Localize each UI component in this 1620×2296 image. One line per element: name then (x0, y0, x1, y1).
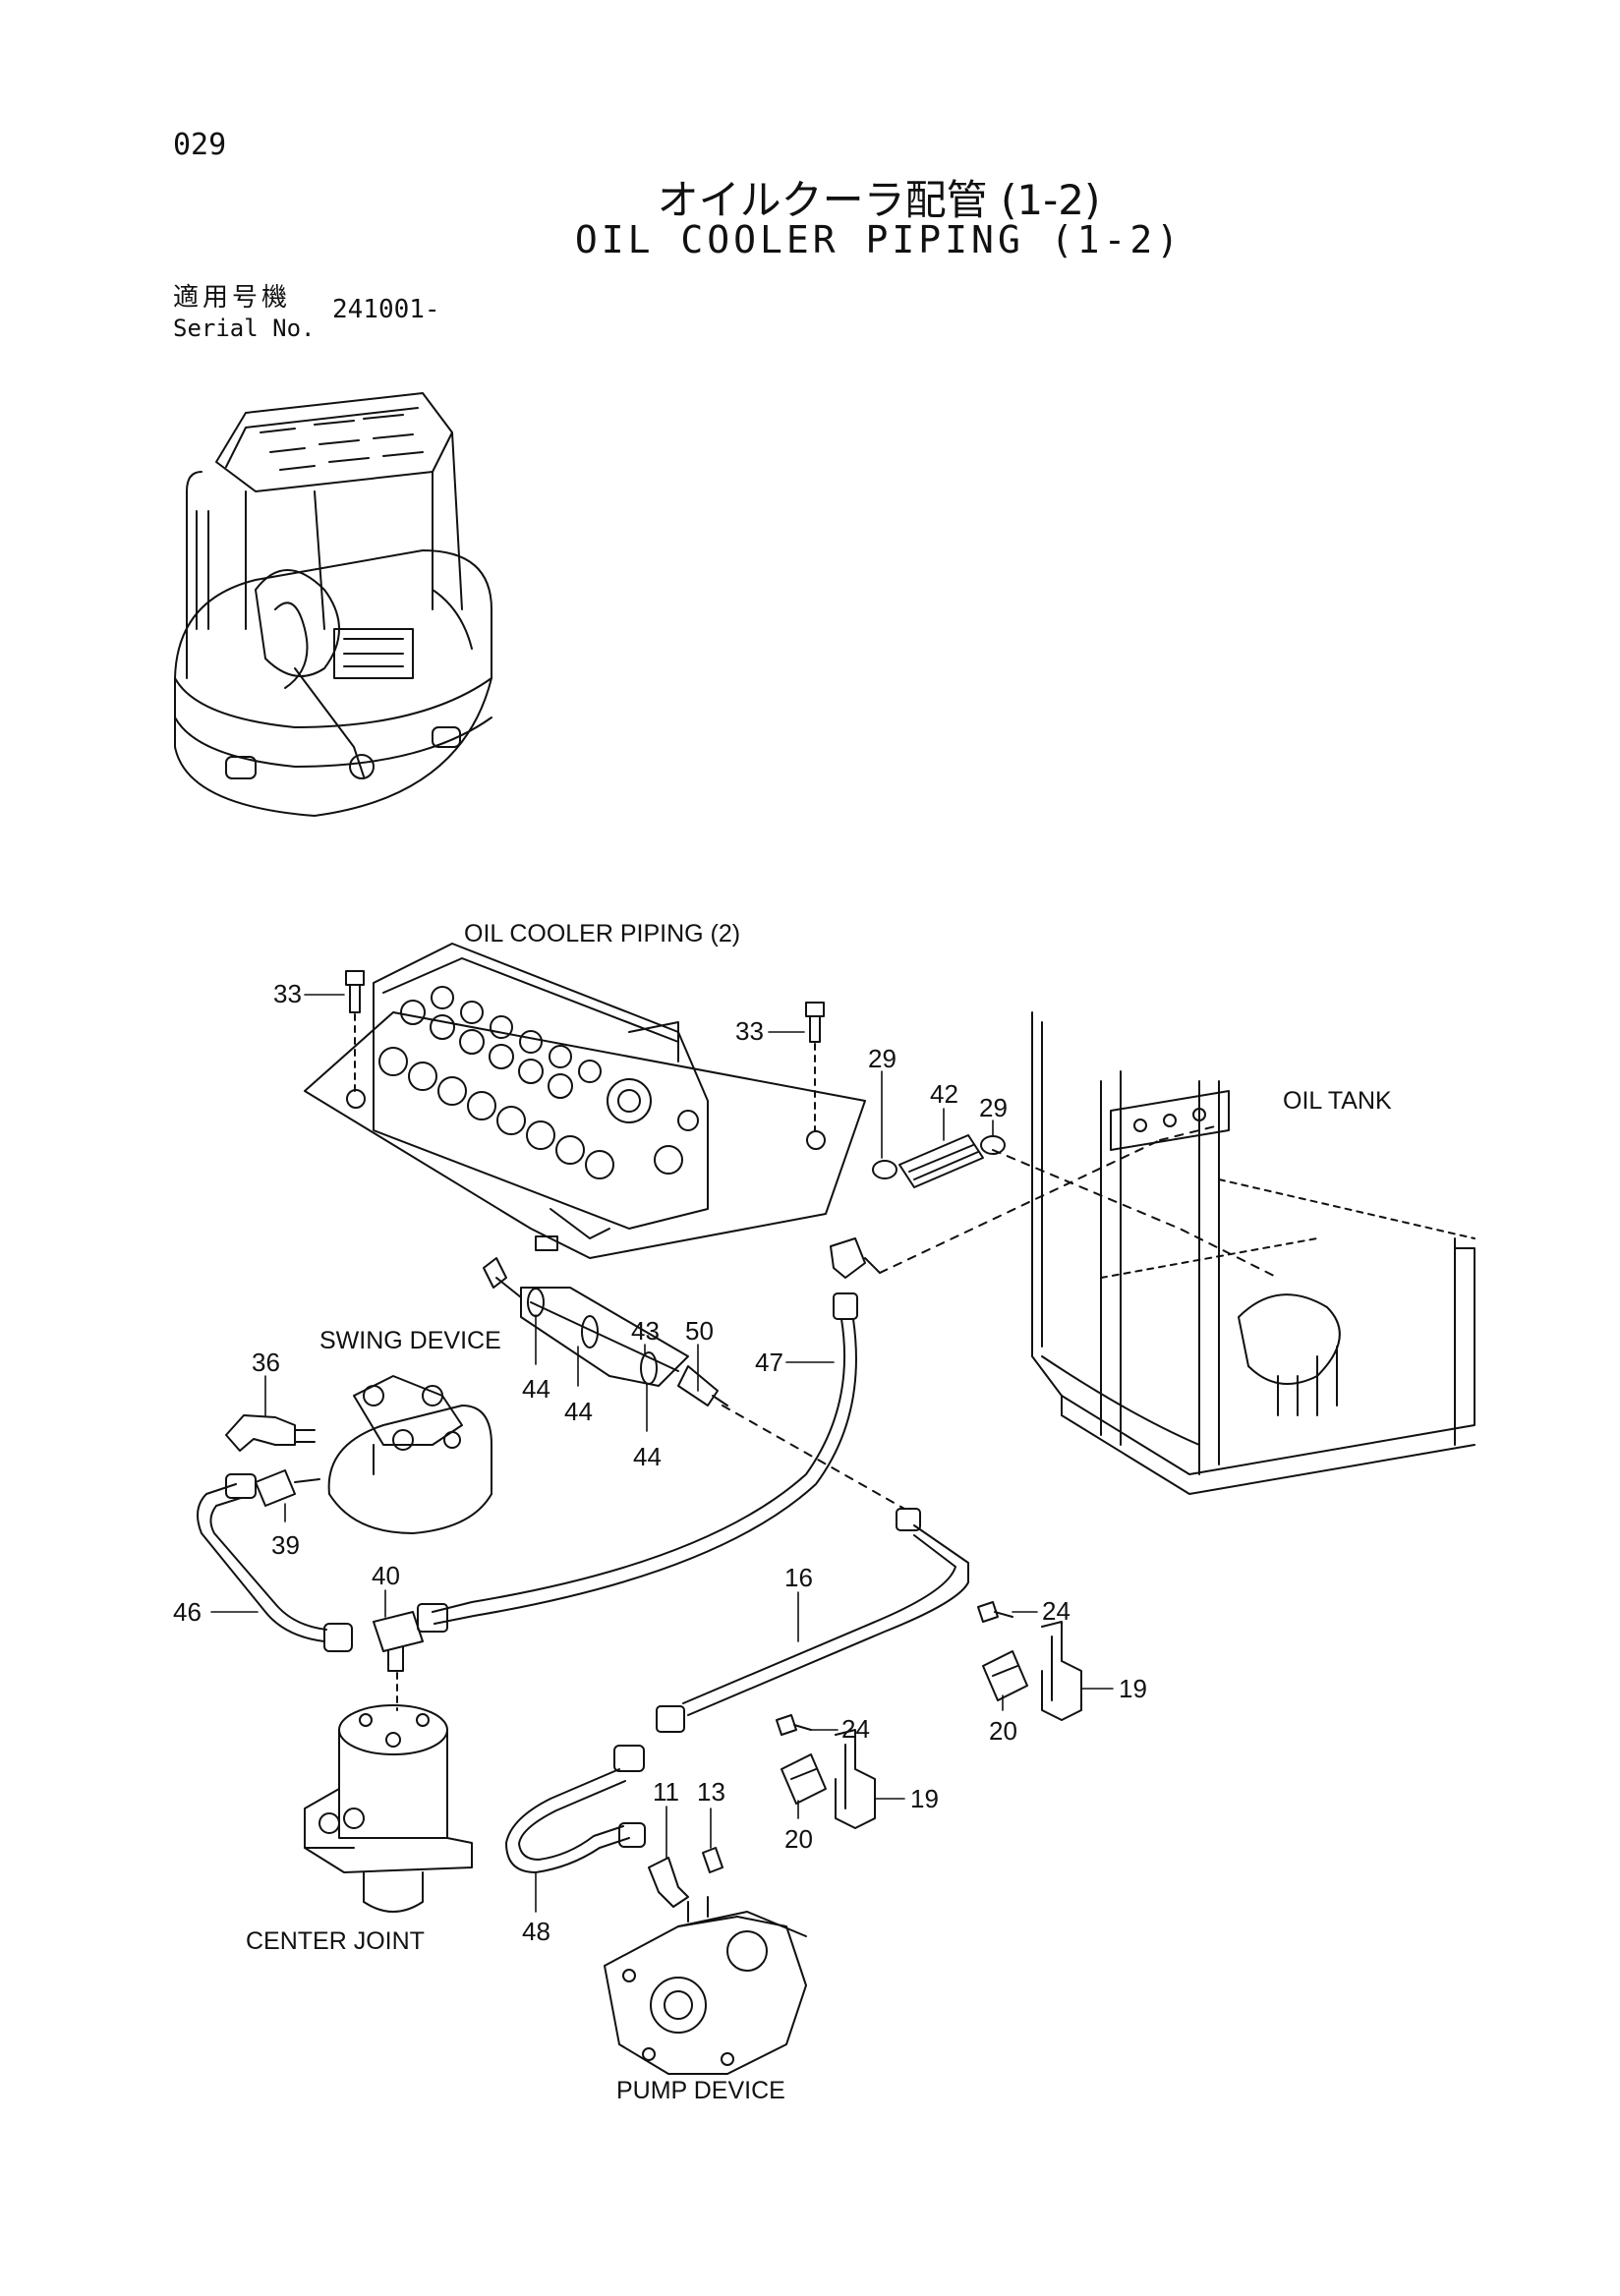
hose-47 (417, 1292, 858, 1633)
callout-16: 16 (784, 1563, 813, 1592)
callout-13: 13 (697, 1777, 725, 1807)
hose-42-with-clamps (872, 1134, 1006, 1188)
plug-13 (702, 1847, 723, 1873)
callout-24-upper: 24 (1042, 1596, 1070, 1626)
oil-tank-illustration (1031, 1011, 1475, 1495)
page-title-japanese: オイルクーラ配管 (1-2) (657, 176, 1101, 224)
pipe-43-assembly (483, 1257, 728, 1406)
callout-33-right: 33 (735, 1016, 764, 1046)
pump-device-illustration (604, 1896, 807, 2075)
center-joint-illustration (304, 1704, 473, 1913)
label-swing-device: SWING DEVICE (319, 1327, 501, 1354)
fitting-39 (255, 1469, 320, 1507)
callout-44-b: 44 (564, 1397, 593, 1426)
routing-lines (722, 1124, 1279, 1510)
callout-50: 50 (685, 1316, 714, 1346)
callout-48: 48 (522, 1917, 550, 1946)
hose-48 (505, 1745, 646, 1873)
label-center-joint: CENTER JOINT (246, 1927, 425, 1955)
callout-20-lower: 20 (784, 1824, 813, 1854)
valve-ports (378, 986, 699, 1179)
control-valve-assembly (304, 943, 866, 1259)
label-oil-tank: OIL TANK (1283, 1087, 1392, 1115)
callout-43: 43 (631, 1316, 660, 1346)
bolt-33-right (805, 1002, 825, 1131)
callout-46: 46 (173, 1597, 202, 1627)
callout-44-c: 44 (633, 1442, 662, 1471)
tee-fitting-40 (373, 1611, 424, 1711)
callout-19-upper: 19 (1119, 1674, 1147, 1703)
callout-39: 39 (271, 1530, 300, 1560)
elbow-fitting (830, 1237, 881, 1279)
callout-29-right: 29 (979, 1093, 1008, 1122)
callout-33-left: 33 (273, 979, 302, 1008)
label-oil-cooler-piping-2: OIL COOLER PIPING (2) (464, 920, 740, 947)
swing-device-illustration (327, 1375, 492, 1534)
hose-46 (197, 1473, 353, 1652)
callout-24-lower: 24 (841, 1714, 870, 1744)
callout-19-lower: 19 (910, 1784, 939, 1813)
label-pump-device: PUMP DEVICE (616, 2077, 785, 2104)
leader-lines (210, 994, 1114, 1913)
callout-47: 47 (755, 1348, 783, 1377)
callout-20-upper: 20 (989, 1716, 1017, 1746)
clamp-assembly-upper (977, 1601, 1082, 1721)
pipe-16 (656, 1508, 969, 1733)
callout-29-left: 29 (868, 1044, 897, 1073)
page-number: 029 (173, 128, 227, 162)
callout-42: 42 (930, 1079, 958, 1109)
bolt-33-left (345, 970, 365, 1092)
serial-number-value: 241001- (332, 295, 440, 324)
elbow-11 (648, 1857, 689, 1908)
callout-44-a: 44 (522, 1374, 550, 1404)
callout-36: 36 (252, 1348, 280, 1377)
fitting-36 (225, 1414, 316, 1452)
callout-11: 11 (653, 1777, 679, 1807)
page-title-english: OIL COOLER PIPING (1-2) (574, 218, 1184, 261)
excavator-overview-illustration (174, 392, 492, 817)
serial-label-english: Serial No. (173, 315, 316, 342)
serial-label-japanese: 適用号機 (173, 283, 292, 313)
callout-40: 40 (372, 1561, 400, 1590)
